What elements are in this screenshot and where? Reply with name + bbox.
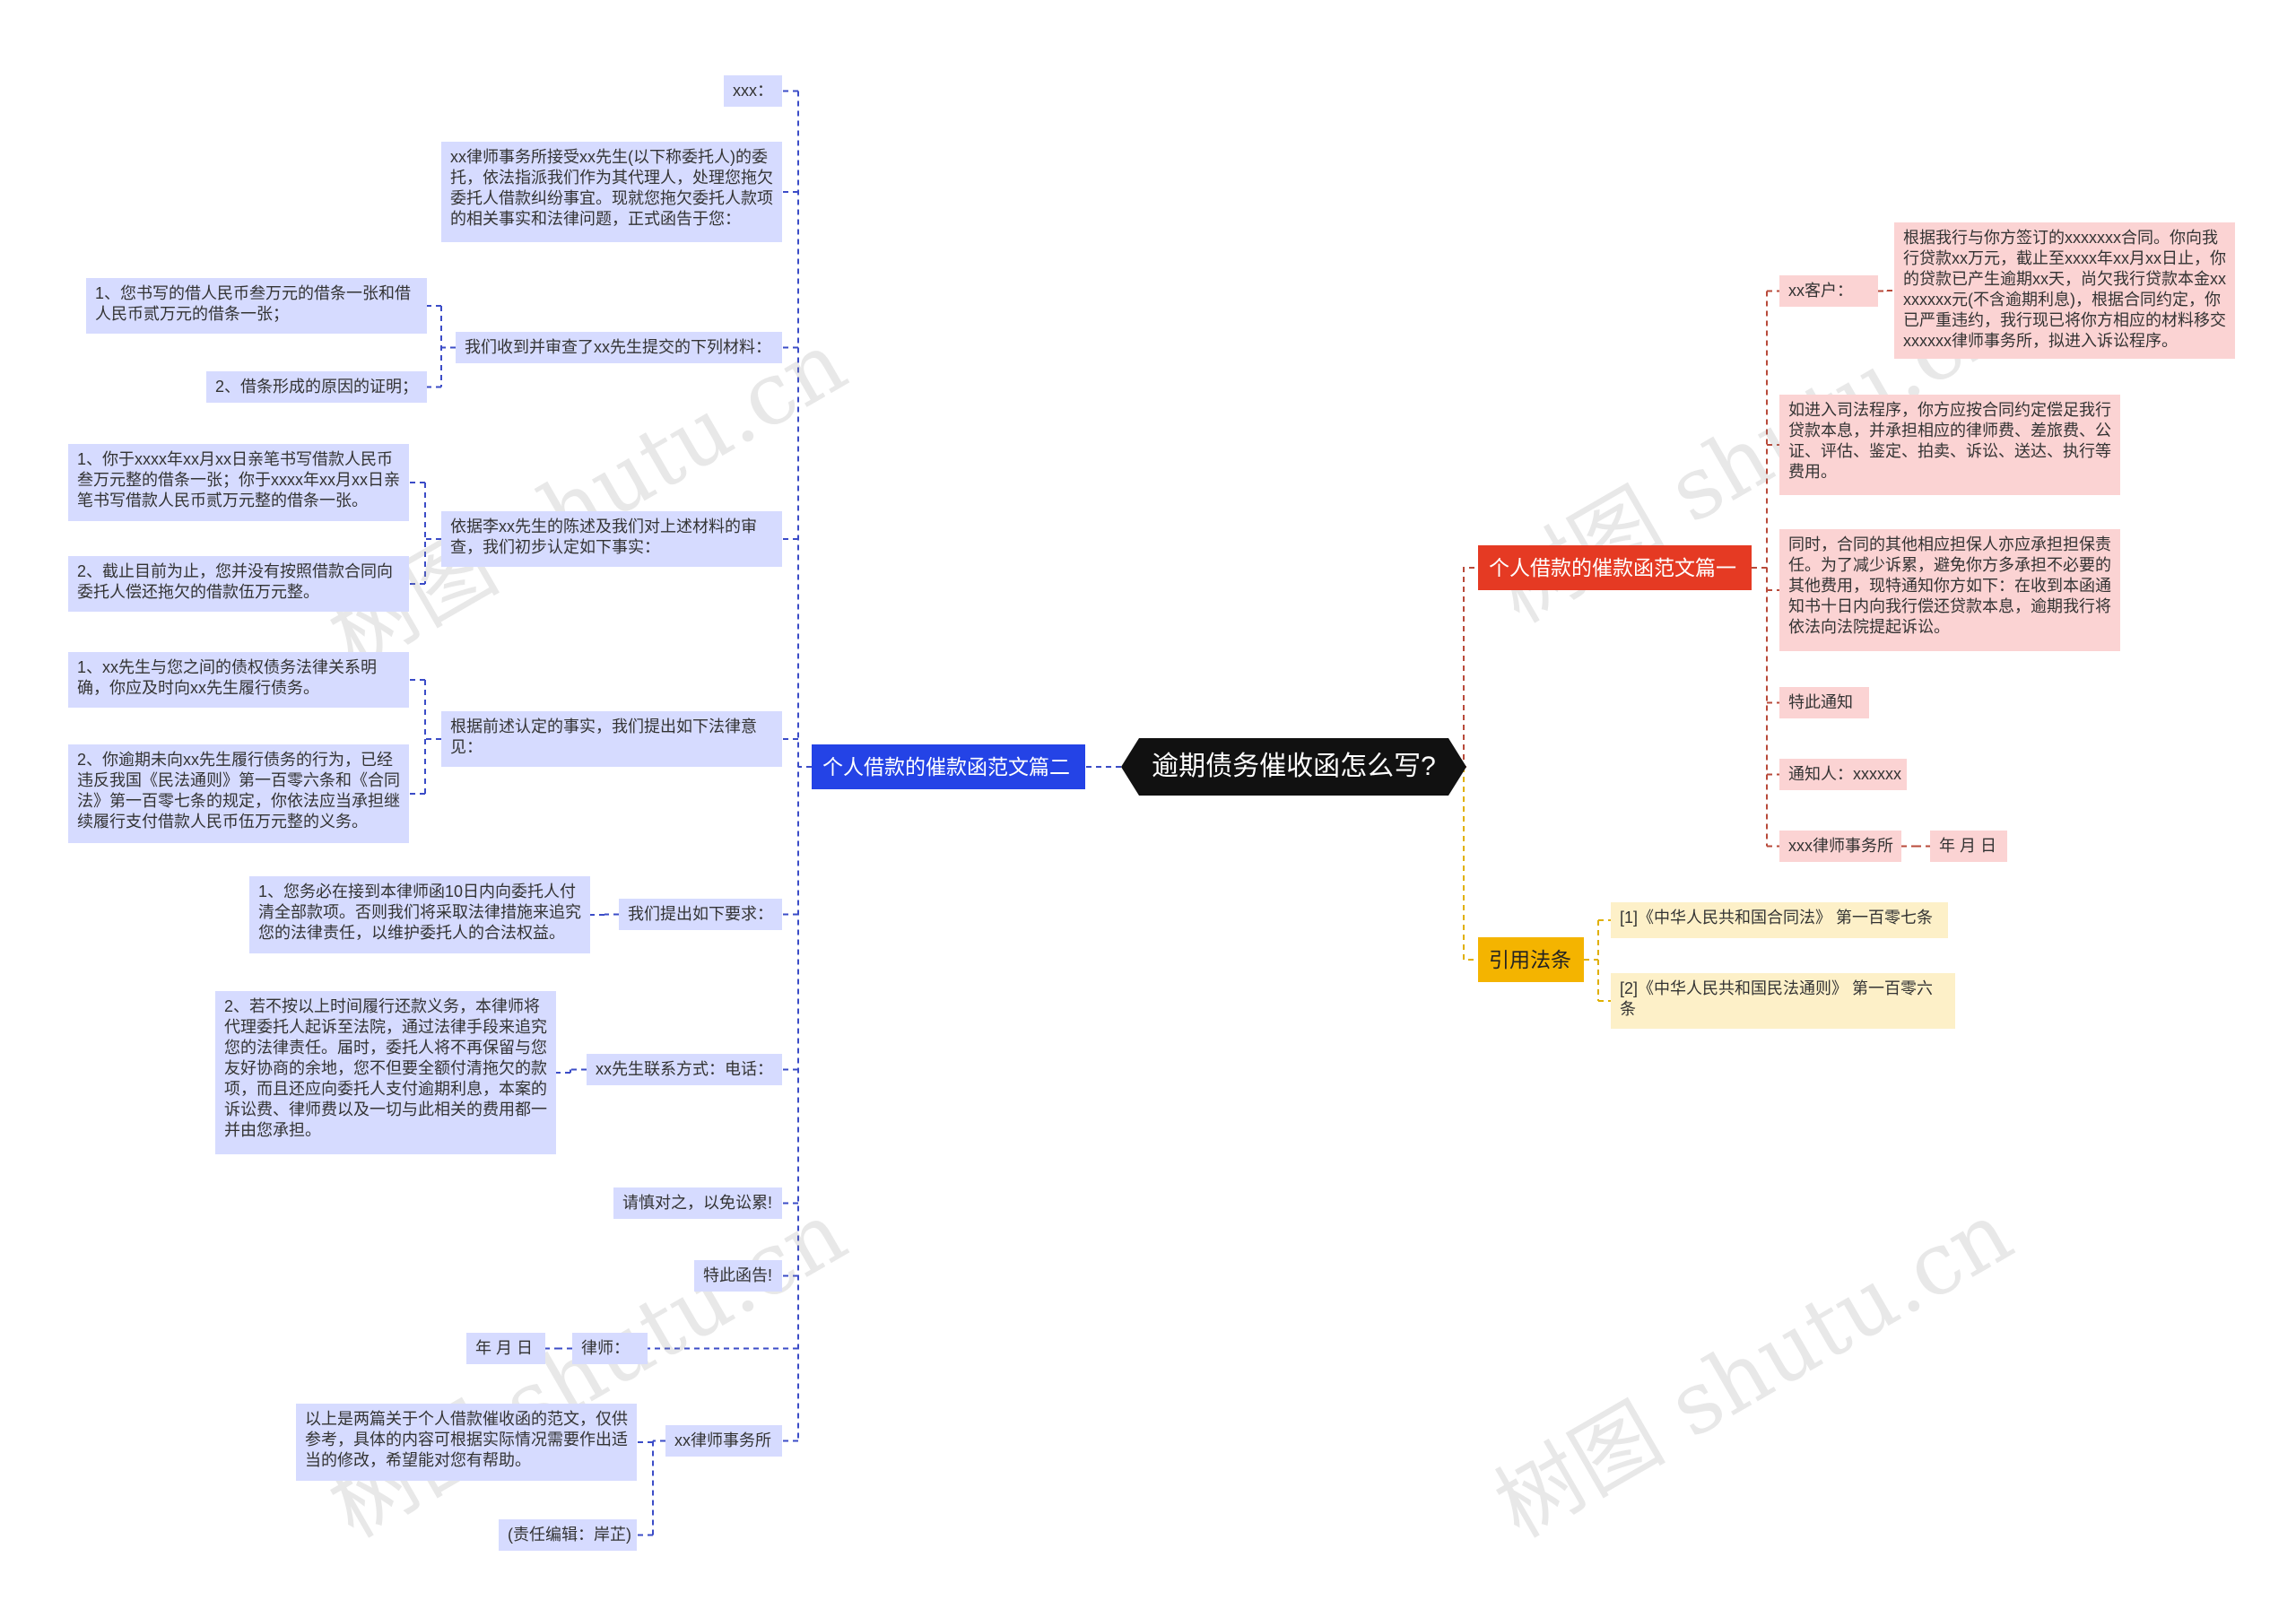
node-fact-2[interactable]: 2、截止目前为止，您并没有按照借款合同向委托人偿还拖欠的借款伍万元整。 xyxy=(68,556,409,612)
node-fact-1[interactable]: 1、你于xxxx年xx月xx日亲笔书写借款人民币叁万元整的借条一张；你于xxxx… xyxy=(68,444,409,521)
node-law-1[interactable]: [1]《中华人民共和国合同法》 第一百零七条 xyxy=(1611,902,1948,938)
node-date-right[interactable]: 年 月 日 xyxy=(1930,831,2007,862)
node-caution[interactable]: 请慎对之，以免讼累! xyxy=(613,1187,782,1219)
node-opinion-1[interactable]: 1、xx先生与您之间的债权债务法律关系明确，你应及时向xx先生履行债务。 xyxy=(68,652,409,708)
branch-right-2-topic[interactable]: 引用法条 xyxy=(1478,937,1584,982)
node-guarantor[interactable]: 同时，合同的其他相应担保人亦应承担担保责任。为了减少诉累，避免你方多承担不必要的… xyxy=(1779,529,2120,651)
node-intro[interactable]: xx律师事务所接受xx先生(以下称委托人)的委托，依法指派我们作为其代理人，处理… xyxy=(441,142,782,242)
node-firm-right[interactable]: xxx律师事务所 xyxy=(1779,831,1901,862)
node-judicial[interactable]: 如进入司法程序，你方应按合同约定偿足我行贷款本息，并承担相应的律师费、差旅费、公… xyxy=(1779,395,2120,495)
node-opinion[interactable]: 根据前述认定的事实，我们提出如下法律意见： xyxy=(441,711,782,767)
node-opinion-2[interactable]: 2、你逾期未向xx先生履行债务的行为，已经违反我国《民法通则》第一百零六条和《合… xyxy=(68,744,409,843)
node-notice[interactable]: 特此函告! xyxy=(694,1260,782,1292)
node-date[interactable]: 年 月 日 xyxy=(466,1333,545,1364)
node-notifier[interactable]: 通知人：xxxxxx xyxy=(1779,759,1907,790)
node-demand-2[interactable]: 2、若不按以上时间履行还款义务，本律师将代理委托人起诉至法院，通过法律手段来追究… xyxy=(215,991,556,1154)
node-summary[interactable]: 以上是两篇关于个人借款催收函的范文，仅供参考，具体的内容可根据实际情况需要作出适… xyxy=(296,1404,637,1481)
node-lawyer[interactable]: 律师： xyxy=(572,1333,648,1364)
connector-line xyxy=(1463,767,1478,961)
branch-right-1-topic[interactable]: 个人借款的催款函范文篇一 xyxy=(1478,545,1752,590)
node-material-1[interactable]: 1、您书写的借人民币叁万元的借条一张和借人民币贰万元的借条一张； xyxy=(86,278,427,334)
connector-line xyxy=(1463,567,1478,768)
branch-left-topic[interactable]: 个人借款的催款函范文篇二 xyxy=(812,744,1085,789)
node-customer-text[interactable]: 根据我行与你方签订的xxxxxxx合同。你向我行贷款xx万元，截止至xxxx年x… xyxy=(1894,222,2235,359)
node-firm[interactable]: xx律师事务所 xyxy=(665,1425,782,1457)
node-law-2[interactable]: [2]《中华人民共和国民法通则》 第一百零六条 xyxy=(1611,973,1955,1029)
node-material-2[interactable]: 2、借条形成的原因的证明； xyxy=(206,371,427,403)
root-topic[interactable]: 逾期债务催收函怎么写? xyxy=(1121,738,1466,796)
node-greeting[interactable]: xxx： xyxy=(724,75,782,107)
node-editor[interactable]: (责任编辑：岸芷) xyxy=(499,1519,637,1551)
node-customer[interactable]: xx客户： xyxy=(1779,275,1878,307)
node-materials[interactable]: 我们收到并审查了xx先生提交的下列材料： xyxy=(456,332,782,363)
node-demands[interactable]: 我们提出如下要求： xyxy=(619,899,782,930)
node-demand-1[interactable]: 1、您务必在接到本律师函10日内向委托人付清全部款项。否则我们将采取法律措施来追… xyxy=(249,876,590,953)
node-special-notice[interactable]: 特此通知 xyxy=(1779,687,1869,718)
node-facts[interactable]: 依据李xx先生的陈述及我们对上述材料的审查，我们初步认定如下事实： xyxy=(441,511,782,567)
node-contact[interactable]: xx先生联系方式：电话： xyxy=(587,1054,782,1085)
